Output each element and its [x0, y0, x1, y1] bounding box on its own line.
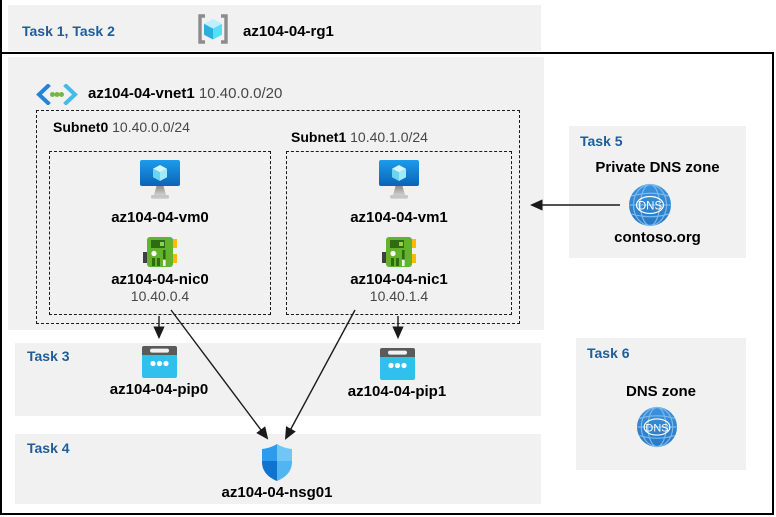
- resource-group-icon: [197, 14, 229, 44]
- nic1-icon: [382, 235, 416, 269]
- nsg-name: az104-04-nsg01: [221, 484, 333, 501]
- dns-zone-title: DNS zone: [625, 383, 696, 400]
- pip1-group: az104-04-pip1: [326, 348, 468, 400]
- subnet0-name: Subnet0: [53, 119, 109, 135]
- task6-card: Task 6 DNS zone DNS: [576, 338, 746, 470]
- public-ip0-icon: [141, 346, 177, 378]
- public-ip1-icon: [379, 348, 415, 380]
- private-dns-zone-title: Private DNS zone: [595, 159, 720, 176]
- task4-label: Task 4: [27, 440, 70, 456]
- diagram-frame: [0, 52, 774, 515]
- nic1-ip: 10.40.1.4: [369, 288, 429, 304]
- pip1-name: az104-04-pip1: [347, 383, 447, 400]
- subnet1-box: az104-04-vm1 az104-04-nic1 10.40.1.: [286, 151, 512, 315]
- subnet0-box: az104-04-vm0 az104-04-nic0 10.40.0.: [49, 151, 271, 315]
- nic0-name: az104-04-nic0: [111, 271, 209, 288]
- task5-label: Task 5: [580, 133, 623, 149]
- resource-group-name: az104-04-rg1: [243, 23, 334, 40]
- vnet-cidr: 10.40.0.0/20: [198, 85, 283, 102]
- pip0-group: az104-04-pip0: [88, 346, 230, 398]
- resource-group-banner: Task 1, Task 2 az104-04-rg1: [8, 5, 541, 51]
- task-1-2-label: Task 1, Task 2: [22, 23, 115, 39]
- nic1-name: az104-04-nic1: [350, 271, 448, 288]
- subnet1-cidr: 10.40.1.0/24: [350, 129, 428, 145]
- task3-row: Task 3 az104-04-pip0: [15, 343, 541, 416]
- task4-row: Task 4 az104-04-nsg01: [15, 434, 541, 504]
- private-dns-globe-icon: DNS: [628, 183, 672, 227]
- dns-globe-icon: DNS: [636, 406, 678, 448]
- subnet0-cidr: 10.40.0.0/24: [112, 119, 190, 135]
- task3-label: Task 3: [27, 348, 70, 364]
- subnet1-label: Subnet1 10.40.1.0/24: [291, 129, 428, 145]
- subnet1-name: Subnet1: [291, 129, 347, 145]
- nic0-ip: 10.40.0.4: [130, 288, 190, 304]
- vm1-icon: [379, 160, 419, 204]
- vnet-region: az104-04-vnet1 10.40.0.0/20 Subnet0 10.4…: [8, 57, 544, 330]
- vnet-address-space-box: [36, 110, 520, 324]
- virtual-network-icon: [36, 84, 78, 105]
- dns-icon-text: DNS: [638, 201, 663, 213]
- task6-label: Task 6: [587, 345, 630, 361]
- vm0-icon: [140, 160, 180, 204]
- dns-icon-text: DNS: [645, 422, 668, 434]
- nsg-group: az104-04-nsg01: [207, 444, 347, 501]
- pip0-name: az104-04-pip0: [109, 381, 209, 398]
- nsg-shield-icon: [262, 444, 292, 481]
- task5-card: Task 5 Private DNS zone DNS contoso.org: [569, 126, 746, 258]
- diagram-frame-left-edge: [0, 0, 2, 52]
- nic0-icon: [143, 235, 177, 269]
- vm0-name: az104-04-vm0: [111, 209, 209, 226]
- subnet0-label: Subnet0 10.40.0.0/24: [53, 119, 190, 135]
- private-dns-zone-name: contoso.org: [614, 229, 701, 246]
- vm1-name: az104-04-vm1: [350, 209, 448, 226]
- vnet-title: az104-04-vnet1 10.40.0.0/20: [88, 85, 282, 102]
- vnet-name: az104-04-vnet1: [88, 85, 195, 102]
